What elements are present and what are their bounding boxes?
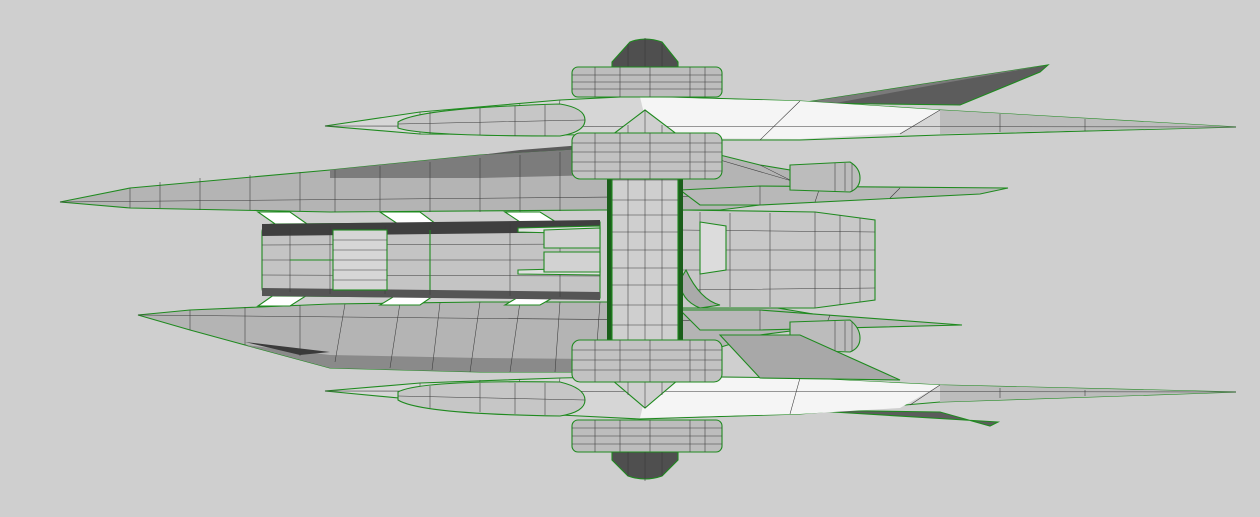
bottom-pod[interactable] <box>397 381 586 417</box>
lower-right-fin[interactable] <box>678 309 963 331</box>
canister-top-outer[interactable] <box>571 38 723 98</box>
top-pod[interactable] <box>397 103 586 137</box>
bottom-rear-fin[interactable] <box>799 409 1001 427</box>
central-pylon[interactable] <box>607 109 683 409</box>
top-rear-fin[interactable] <box>799 64 1050 106</box>
canister-top-inner[interactable] <box>571 132 723 180</box>
lower-dark-panel <box>718 334 901 381</box>
center-rails[interactable] <box>517 225 601 276</box>
upper-right-fin[interactable] <box>678 185 1009 206</box>
main-engine[interactable] <box>679 209 876 309</box>
canister-bottom-inner[interactable] <box>571 339 723 383</box>
canister-bottom-outer[interactable] <box>571 419 723 481</box>
central-fuselage[interactable] <box>261 220 601 300</box>
upper-nozzle[interactable] <box>789 161 861 193</box>
